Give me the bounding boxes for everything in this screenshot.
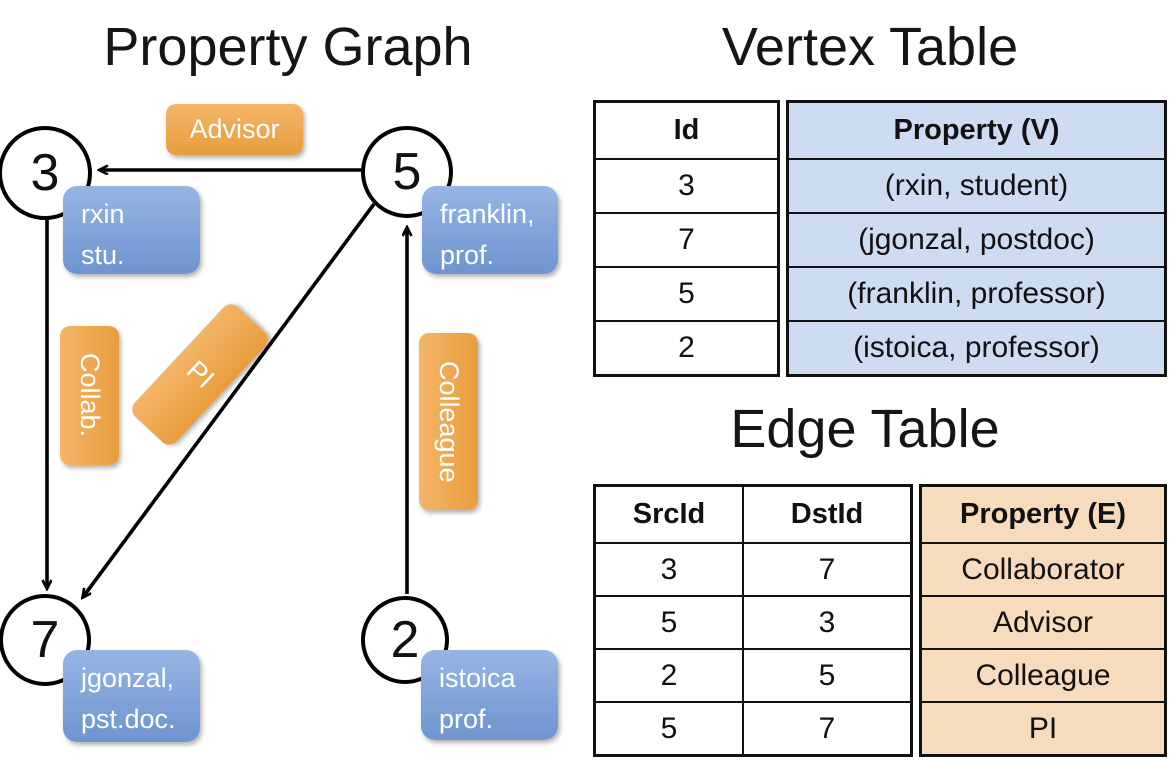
table-header-row: SrcId DstId — [596, 487, 910, 542]
vertex-id-cell: 5 — [678, 277, 695, 310]
graph-node-2: 2 — [361, 596, 449, 684]
vertex-property-box-jgonzal: jgonzal, pst.doc. — [63, 650, 200, 742]
table-header-row: Property (V) — [789, 103, 1164, 158]
table-row: Colleague — [922, 648, 1164, 701]
edge-property-cell: Advisor — [922, 597, 1164, 648]
edge-dstid-cell: 7 — [742, 544, 910, 595]
table-row: 2 — [596, 320, 777, 374]
edge-label-colleague: Colleague — [419, 333, 478, 510]
edge-srcid-cell: 5 — [660, 711, 678, 745]
property-line: prof. — [440, 239, 495, 270]
vertex-id-cell: 7 — [678, 223, 695, 256]
edge-5-to-7 — [83, 202, 376, 597]
table-row: (franklin, professor) — [789, 266, 1164, 320]
table-row: Collaborator — [922, 542, 1164, 595]
property-line: istoica — [439, 663, 516, 693]
edge-table-property-column: Property (E) Collaborator Advisor Collea… — [919, 484, 1167, 757]
table-row: 2 5 — [596, 648, 910, 701]
property-line: stu. — [81, 239, 125, 270]
vertex-property-cell: (rxin, student) — [789, 160, 1164, 212]
column-header-property-e: Property (E) — [922, 487, 1164, 542]
vertex-table-id-column: Id 3 7 5 2 — [593, 100, 780, 377]
table-row: 7 — [596, 212, 777, 266]
column-header-srcid: SrcId — [632, 498, 706, 530]
table-row: (istoica, professor) — [789, 320, 1164, 374]
vertex-property-cell: (istoica, professor) — [789, 322, 1164, 374]
vertex-property-box-rxin: rxin stu. — [63, 186, 200, 274]
edge-property-cell: PI — [922, 703, 1164, 754]
table-row: PI — [922, 701, 1164, 754]
column-header-property-v: Property (V) — [789, 103, 1164, 158]
edge-dstid-cell: 5 — [742, 650, 910, 701]
node-id: 2 — [390, 611, 420, 669]
table-row: 5 — [596, 266, 777, 320]
table-row: 5 3 — [596, 595, 910, 648]
edge-label-collab: Collab. — [60, 326, 119, 465]
edge-dstid-cell: 3 — [742, 597, 910, 648]
table-header-row: Property (E) — [922, 487, 1164, 542]
vertex-property-box-franklin: franklin, prof. — [422, 186, 558, 274]
table-row: (jgonzal, postdoc) — [789, 212, 1164, 266]
property-line: jgonzal, — [81, 663, 175, 693]
node-id: 3 — [30, 144, 60, 202]
table-row: 3 — [596, 158, 777, 212]
table-row: (rxin, student) — [789, 158, 1164, 212]
table-header-row: Id — [596, 103, 777, 158]
graph-node-5: 5 — [361, 126, 453, 218]
vertex-id-cell: 2 — [678, 331, 695, 364]
edge-label-advisor: Advisor — [166, 104, 303, 155]
edge-table-id-columns: SrcId DstId 3 7 5 3 2 5 5 7 — [593, 484, 913, 757]
edge-srcid-cell: 3 — [660, 552, 678, 586]
property-line: rxin — [81, 199, 125, 229]
graph-edges-layer — [0, 0, 585, 760]
node-id: 5 — [392, 143, 422, 201]
table-row: Advisor — [922, 595, 1164, 648]
property-line: pst.doc. — [81, 703, 176, 734]
edge-table-title: Edge Table — [730, 399, 1000, 459]
edge-property-cell: Collaborator — [922, 544, 1164, 595]
column-header-id: Id — [673, 114, 700, 146]
vertex-table-title: Vertex Table — [721, 17, 1019, 77]
table-row: 3 7 — [596, 542, 910, 595]
property-graph-title: Property Graph — [103, 17, 473, 77]
vertex-property-cell: (franklin, professor) — [789, 268, 1164, 320]
edge-srcid-cell: 5 — [660, 605, 678, 639]
property-graph-panel: Property Graph 3 5 7 2 rxin stu. — [0, 0, 585, 760]
vertex-id-cell: 3 — [678, 169, 695, 202]
edge-srcid-cell: 2 — [660, 658, 678, 692]
table-row: 5 7 — [596, 701, 910, 754]
edge-dstid-cell: 7 — [742, 703, 910, 754]
edge-property-cell: Colleague — [922, 650, 1164, 701]
column-header-dstid: DstId — [742, 487, 910, 542]
property-line: prof. — [439, 703, 494, 734]
property-line: franklin, — [440, 199, 535, 229]
vertex-table-property-column: Property (V) (rxin, student) (jgonzal, p… — [786, 100, 1167, 377]
node-id: 7 — [30, 611, 60, 669]
vertex-property-box-istoica: istoica prof. — [421, 650, 558, 740]
vertex-property-cell: (jgonzal, postdoc) — [789, 214, 1164, 266]
